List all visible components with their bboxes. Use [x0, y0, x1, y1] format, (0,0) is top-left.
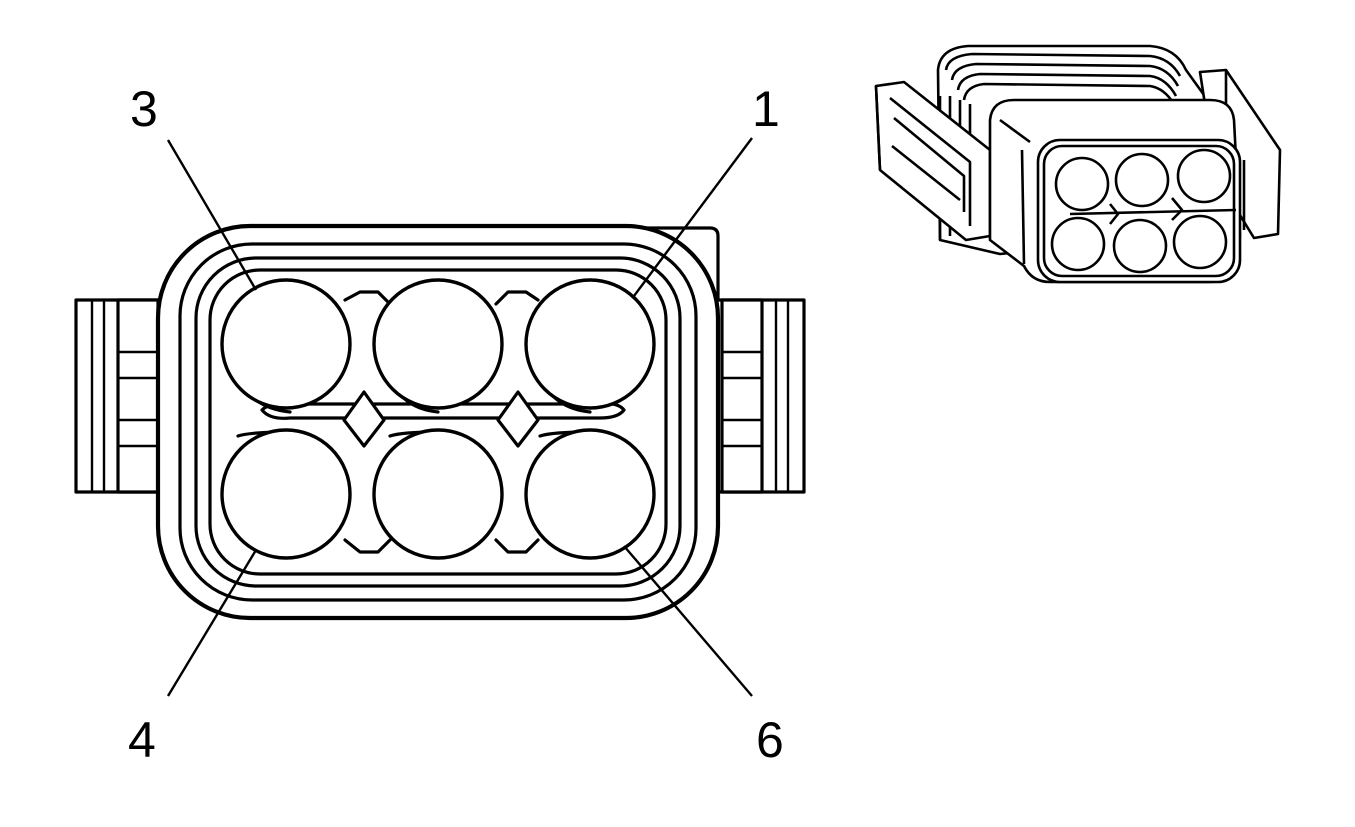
leader-line-4	[166, 549, 258, 697]
seal-ring-outer	[178, 242, 698, 602]
iso-cavity-4	[1050, 216, 1106, 272]
iso-cavity-1	[1176, 148, 1232, 204]
key-diamond-right	[496, 390, 540, 448]
cavity-1	[524, 278, 656, 410]
pin-labels: 3 1 4 6	[128, 81, 784, 768]
key-diamond-left	[342, 390, 386, 448]
seal-ring-middle	[194, 256, 682, 588]
leader-lines	[166, 137, 753, 697]
cavity-2	[372, 278, 504, 410]
right-locking-tab	[710, 298, 806, 494]
cavity-6	[524, 428, 656, 560]
connector-isometric-view	[874, 44, 1282, 284]
pin-label-4: 4	[128, 712, 156, 768]
leader-line-1	[633, 137, 753, 297]
iso-cavity-5	[1112, 218, 1168, 274]
cavity-5	[372, 428, 504, 560]
cavity-4	[220, 428, 352, 560]
iso-cavity-3	[1054, 156, 1110, 212]
iso-cavity-2	[1114, 152, 1170, 208]
main-connector-face	[74, 223, 806, 621]
pin-label-3: 3	[130, 81, 158, 137]
cavity-web	[260, 290, 626, 554]
leader-line-6	[623, 545, 753, 697]
seal-ring-inner	[208, 268, 668, 576]
pin-label-1: 1	[752, 81, 780, 137]
pin-label-6: 6	[756, 712, 784, 768]
cavity-3	[220, 278, 352, 410]
left-locking-tab	[74, 298, 170, 494]
leader-line-3	[166, 139, 258, 291]
iso-cavity-6	[1172, 214, 1228, 270]
